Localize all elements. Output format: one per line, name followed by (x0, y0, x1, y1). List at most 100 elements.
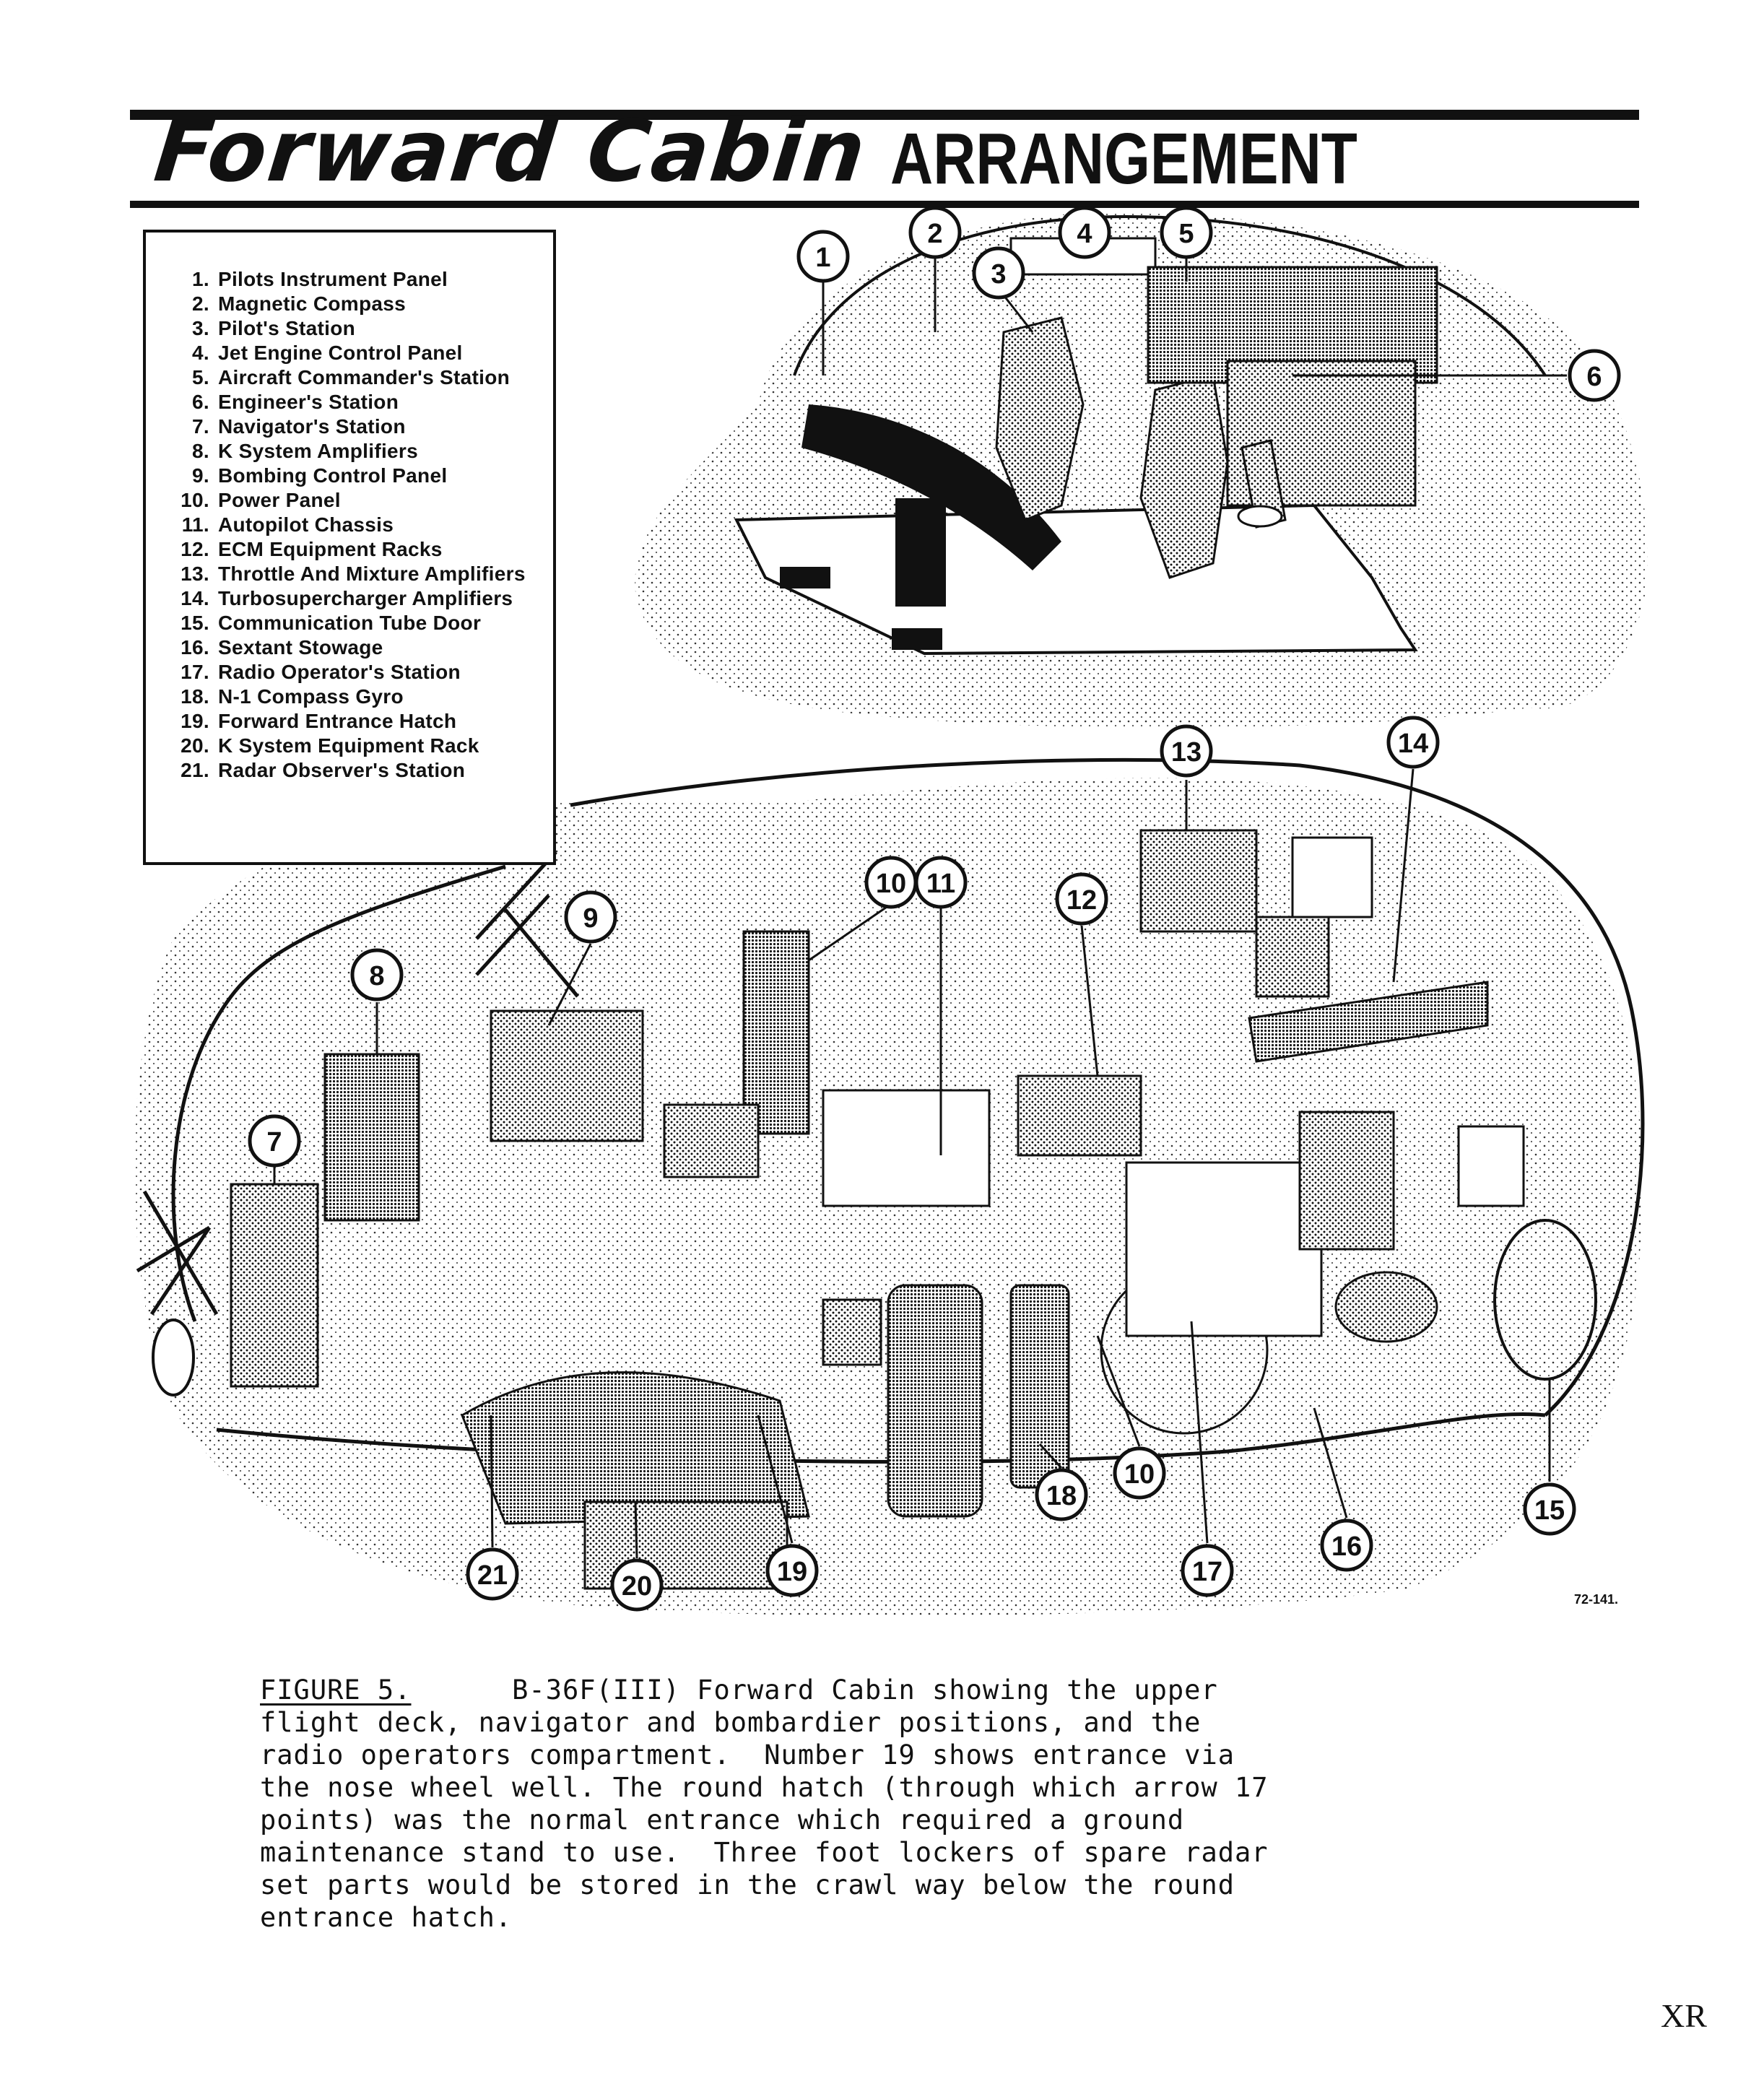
callout-8: 8 (350, 948, 404, 1002)
callout-13: 13 (1160, 724, 1213, 778)
callout-circle (466, 1547, 519, 1601)
ecm-rack (1017, 1074, 1142, 1157)
callout-circle (1035, 1468, 1088, 1521)
legend-number: 8. (192, 440, 209, 462)
legend-number: 5. (192, 366, 209, 388)
callout-number: 16 (1331, 1532, 1362, 1562)
legend-number: 3. (192, 317, 209, 339)
callout-circle (248, 1114, 301, 1168)
legend-item: 4.Jet Engine Control Panel (168, 341, 553, 365)
caption-text: B-36F(III) Forward Cabin showing the upp… (260, 1674, 1269, 1933)
fuselage-outline (570, 757, 1645, 1417)
callout-1: 1 (796, 230, 850, 283)
callout-circle (1058, 206, 1111, 259)
drawing-reference-code: 72-141. (1574, 1592, 1619, 1607)
callout-circle (1386, 716, 1440, 769)
legend-label: Bombing Control Panel (218, 464, 448, 487)
callout-2: 2 (908, 206, 962, 259)
callout-circle (972, 246, 1025, 300)
legend-item: 11. Autopilot Chassis (168, 513, 553, 537)
legend-label: Throttle And Mixture Amplifiers (218, 562, 526, 585)
turbosupercharger-shelf (1248, 981, 1489, 1063)
callout-number: 10 (876, 869, 906, 899)
legend-number: 19. (181, 710, 209, 732)
legend-number: 14. (181, 587, 209, 609)
callout-circle (564, 890, 617, 944)
callout-number: 10 (1124, 1459, 1155, 1490)
callout-17: 17 (1181, 1544, 1234, 1597)
upper-deck-outline (793, 214, 1547, 377)
callout-number: 15 (1534, 1495, 1565, 1526)
legend-item: 7.Navigator's Station (168, 414, 553, 439)
power-panel (742, 930, 810, 1135)
legend-label: Pilot's Station (218, 317, 356, 339)
radar-observer-console (461, 1371, 810, 1525)
compass-gyro-case (1009, 1284, 1070, 1489)
pilot-seat (995, 316, 1085, 521)
title-rule-top (130, 110, 1639, 120)
callout-11: 11 (914, 856, 968, 909)
bombing-control-panel (490, 1009, 644, 1142)
lower-compartment-drawing (134, 757, 1645, 1616)
callout-12: 12 (1055, 872, 1108, 926)
legend-number: 2. (192, 292, 209, 315)
radio-operator-desk (1125, 1161, 1323, 1337)
callout-circle (1160, 724, 1213, 778)
legend-item: 20.K System Equipment Rack (168, 734, 553, 758)
legend-item: 9. Bombing Control Panel (168, 464, 553, 488)
callout-10: 10 (1113, 1446, 1166, 1500)
callout-number: 7 (266, 1127, 282, 1157)
callout-circle (765, 1544, 819, 1597)
callout-number: 5 (1178, 219, 1194, 249)
legend-number: 11. (181, 513, 209, 536)
legend-number: 9. (192, 464, 209, 487)
upper-deck-drawing (635, 212, 1648, 729)
nose-outline (171, 864, 506, 1322)
callout-number: 13 (1171, 737, 1202, 768)
legend-item: 13. Throttle And Mixture Amplifiers (168, 562, 553, 586)
engineer-console (1226, 360, 1417, 507)
callout-circle (908, 206, 962, 259)
legend-label: Radar Observer's Station (218, 759, 466, 781)
figure-caption: FIGURE 5. B-36F(III) Forward Cabin showi… (260, 1674, 1487, 1934)
radio-operator-seat (1334, 1271, 1438, 1343)
callout-7: 7 (248, 1114, 301, 1168)
callout-circle (1523, 1482, 1576, 1536)
legend-label: K System Equipment Rack (218, 734, 479, 757)
callout-circle (914, 856, 968, 909)
callout-5: 5 (1160, 206, 1213, 259)
legend-label: Autopilot Chassis (218, 513, 394, 536)
callout-number: 14 (1398, 729, 1428, 759)
engineer-seat (1241, 439, 1287, 529)
throttle-amplifiers (1139, 829, 1258, 933)
legend-item: 5.Aircraft Commander's Station (168, 365, 553, 390)
legend-item: 12.ECM Equipment Racks (168, 537, 553, 562)
legend-number: 10. (181, 489, 209, 511)
callout-number: 6 (1586, 362, 1602, 392)
legend-number: 13. (181, 562, 209, 585)
legend-item: 1.Pilots Instrument Panel (168, 267, 553, 292)
callout-number: 8 (369, 961, 384, 991)
callout-15: 15 (1523, 1482, 1576, 1536)
title-caps: ARRANGEMENT (890, 118, 1358, 199)
callout-number: 9 (583, 903, 598, 934)
communication-tube-door (1493, 1219, 1597, 1381)
legend-number: 6. (192, 391, 209, 413)
legend-label: Turbosupercharger Amplifiers (218, 587, 513, 609)
callout-16: 16 (1320, 1519, 1373, 1572)
callout-10: 10 (864, 856, 918, 909)
callout-18: 18 (1035, 1468, 1088, 1521)
legend-label: K System Amplifiers (218, 440, 418, 462)
callout-circle (1055, 872, 1108, 926)
legend-item: 8. K System Amplifiers (168, 439, 553, 464)
cross-mark-nose (136, 1190, 219, 1316)
legend-number: 16. (181, 636, 209, 659)
legend-label: Forward Entrance Hatch (218, 710, 457, 732)
legend-item: 14. Turbosupercharger Amplifiers (168, 586, 553, 611)
legend-label: Navigator's Station (218, 415, 406, 438)
callout-circle (1113, 1446, 1166, 1500)
